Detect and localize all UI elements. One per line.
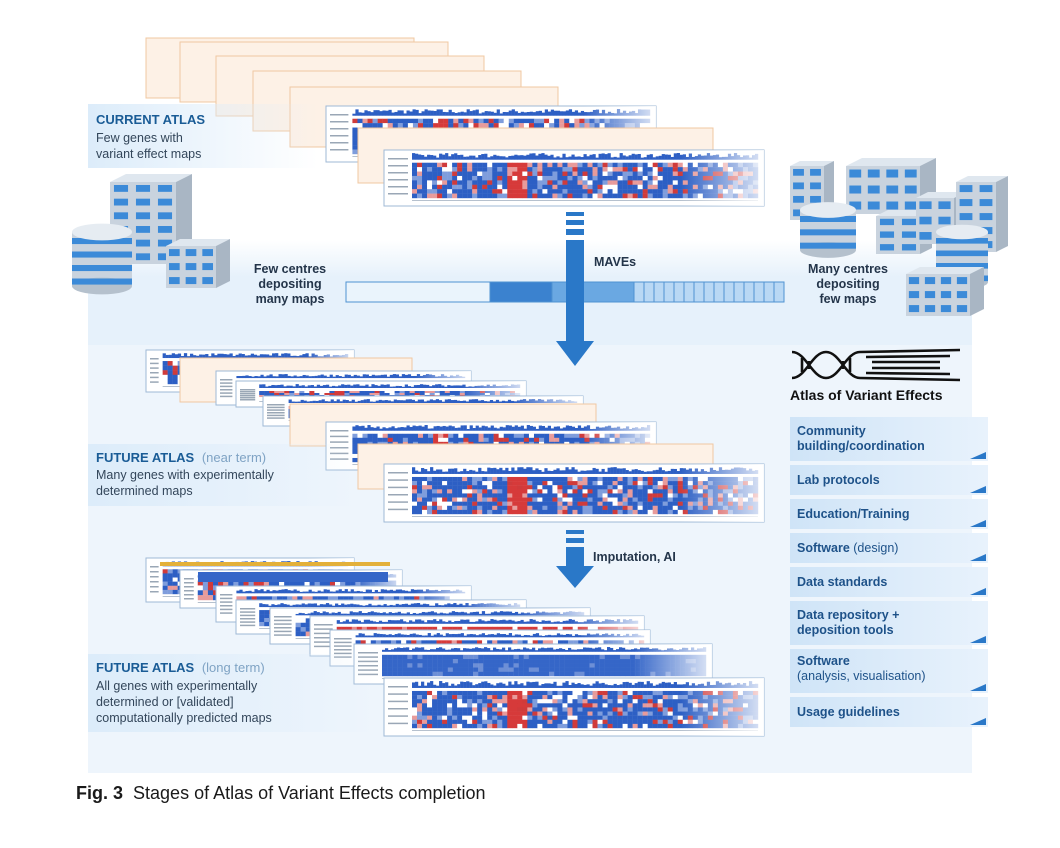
long-atlas-title-main: FUTURE ATLAS xyxy=(96,660,195,675)
panel-item-4-line-1: Software (design) xyxy=(797,541,898,555)
panel-item-3-line-1: Education/Training xyxy=(797,507,910,521)
panel-item-2: Lab protocols xyxy=(790,465,988,495)
panel-item-3: Education/Training xyxy=(790,499,988,529)
current-atlas-title: CURRENT ATLAS xyxy=(96,112,205,127)
near-atlas-line-2: determined maps xyxy=(96,484,193,498)
panel-item-5-line-1: Data standards xyxy=(797,575,887,589)
panel-item-6-line-2: deposition tools xyxy=(797,623,894,637)
near-term-atlas-label: FUTURE ATLAS (near term) Many genes with… xyxy=(88,444,358,506)
many-centres-line-3: few maps xyxy=(820,292,877,306)
panel-item-2-line-1: Lab protocols xyxy=(797,473,880,487)
panel-item-7-line-1: Software xyxy=(797,654,850,668)
many-centres-label: Many centres depositing few maps xyxy=(808,262,888,306)
many-centres-line-1: Many centres xyxy=(808,262,888,276)
long-term-atlas-map-stack xyxy=(145,557,765,737)
near-atlas-title-main: FUTURE ATLAS xyxy=(96,450,195,465)
current-atlas-line-2: variant effect maps xyxy=(96,147,201,161)
panel-item-6-line-1: Data repository + xyxy=(797,608,899,622)
many-centres-line-2: depositing xyxy=(816,277,879,291)
long-atlas-line-3: computationally predicted maps xyxy=(96,711,272,725)
near-atlas-qualifier: (near term) xyxy=(202,450,266,465)
panel-item-4: Software (design) xyxy=(790,533,988,563)
current-atlas-line-1: Few genes with xyxy=(96,131,183,145)
imputation-label: Imputation, AI xyxy=(593,550,676,564)
panel-item-6: Data repository +deposition tools xyxy=(790,601,988,645)
imputation-arrow xyxy=(556,530,594,588)
panel-item-1-line-1: Community xyxy=(797,424,866,438)
near-atlas-line-1: Many genes with experimentally xyxy=(96,468,275,482)
long-term-atlas-label: FUTURE ATLAS (long term) All genes with … xyxy=(88,654,378,732)
few-centres-line-2: depositing xyxy=(258,277,321,291)
panel-item-5: Data standards xyxy=(790,567,988,597)
panel-item-1-line-2: building/coordination xyxy=(797,439,925,453)
map-deposition-bar xyxy=(345,281,785,303)
logo-text: Atlas of Variant Effects xyxy=(790,387,943,403)
few-centres-label: Few centres depositing many maps xyxy=(254,262,326,306)
atlas-logo: Atlas of Variant Effects xyxy=(790,348,961,403)
long-atlas-title: FUTURE ATLAS (long term) xyxy=(96,660,265,675)
research-centre-buildings xyxy=(72,158,1008,316)
panel-item-8-line-1: Usage guidelines xyxy=(797,705,900,719)
few-centres-line-3: many maps xyxy=(256,292,325,306)
few-centres-line-1: Few centres xyxy=(254,262,326,276)
caption-text: Stages of Atlas of Variant Effects compl… xyxy=(133,783,486,803)
caption-label: Fig. 3 xyxy=(76,783,124,803)
long-atlas-qualifier: (long term) xyxy=(202,660,265,675)
current-atlas-label: CURRENT ATLAS Few genes with variant eff… xyxy=(88,104,318,168)
dna-helix-icon xyxy=(791,348,961,382)
panel-item-7-detail: (analysis, visualisation) xyxy=(797,669,926,683)
current-atlas-map-stack xyxy=(145,37,765,207)
mave-arrow xyxy=(556,212,594,366)
long-atlas-line-2: determined or [validated] xyxy=(96,695,234,709)
panel-item-8: Usage guidelines xyxy=(790,697,988,727)
panel-item-7: Software(analysis, visualisation) xyxy=(790,649,988,693)
long-atlas-line-1: All genes with experimentally xyxy=(96,679,258,693)
near-term-atlas-map-stack xyxy=(145,349,765,523)
mave-label: MAVEs xyxy=(594,255,636,269)
figure-caption: Fig. 3 Stages of Atlas of Variant Effect… xyxy=(76,783,486,804)
panel-item-4-detail: (design) xyxy=(850,541,899,555)
near-atlas-title: FUTURE ATLAS (near term) xyxy=(96,450,266,465)
